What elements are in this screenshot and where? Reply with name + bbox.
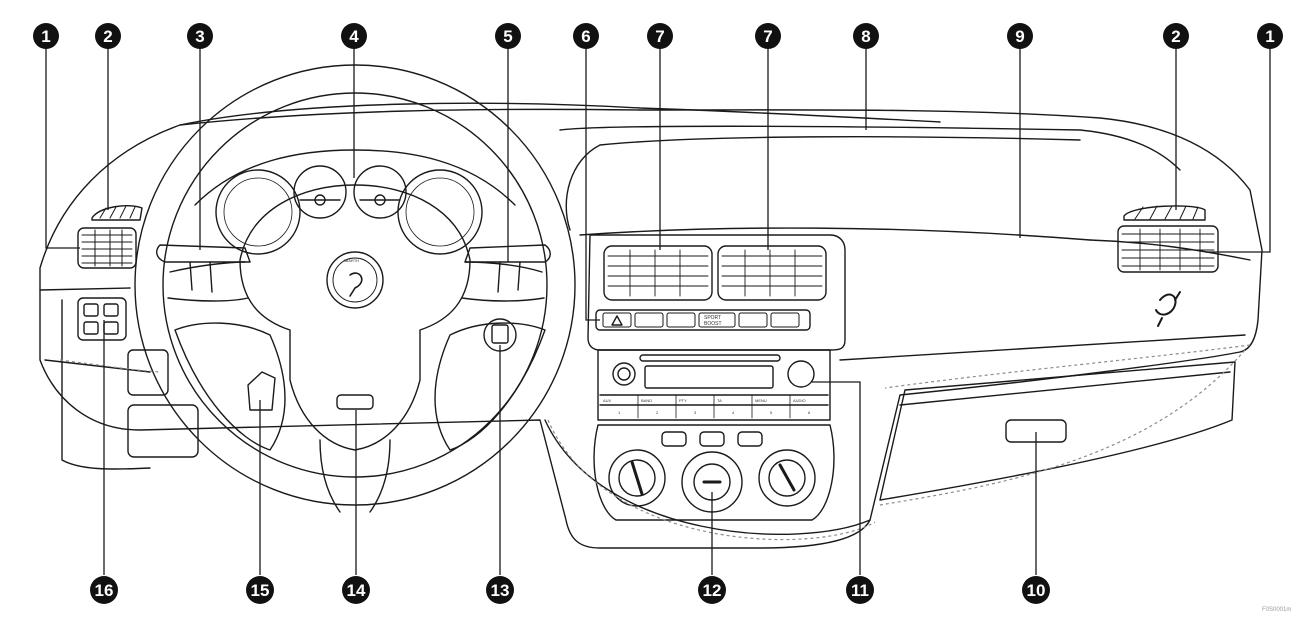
callout-1-right-text: 1 xyxy=(1265,27,1274,46)
callout-9: 9 xyxy=(1007,23,1033,49)
callout-5: 5 xyxy=(495,23,521,49)
dashboard-stitching-left xyxy=(59,359,161,373)
climate-control-panel xyxy=(593,424,835,521)
radio-label-ta: TA xyxy=(717,398,722,403)
radio-preset-3: 3 xyxy=(694,410,697,415)
leader-1-right xyxy=(1205,40,1271,253)
scorpion-logo xyxy=(1155,291,1181,327)
bonnet-release-lever xyxy=(247,371,276,411)
right-stalk-lever xyxy=(464,244,551,263)
left-side-demister xyxy=(91,205,143,221)
callout-9-text: 9 xyxy=(1015,27,1024,46)
callout-3: 3 xyxy=(187,23,213,49)
callout-6: 6 xyxy=(573,23,599,49)
callout-2-right-text: 2 xyxy=(1171,27,1180,46)
right-side-demister xyxy=(1123,205,1206,221)
callout-1-left-text: 1 xyxy=(41,27,50,46)
radio-label-menu: MENU xyxy=(755,398,767,403)
fuel-gauge xyxy=(353,165,407,219)
glove-box xyxy=(879,361,1236,501)
callout-7-left: 7 xyxy=(647,23,673,49)
callout-5-text: 5 xyxy=(503,27,512,46)
callout-12-text: 12 xyxy=(703,581,722,600)
badge-text: ABARTH xyxy=(343,258,359,263)
left-side-vent xyxy=(77,227,137,269)
radio-preset-2: 2 xyxy=(656,410,659,415)
steering-wheel-badge xyxy=(326,251,384,309)
radio-top-labels: AUX BAND PTY TA MENU AUDIO xyxy=(603,398,806,403)
radio-unit xyxy=(597,349,831,421)
leader-11 xyxy=(812,381,861,575)
radio-preset-5: 5 xyxy=(770,410,773,415)
steering-wheel-rim-outer xyxy=(134,64,576,506)
callout-7-left-text: 7 xyxy=(655,27,664,46)
center-vent-right xyxy=(717,245,827,301)
radio-navigation-pad xyxy=(787,360,815,388)
callout-8: 8 xyxy=(853,23,879,49)
radio-label-pty: PTY xyxy=(679,398,687,403)
leader-6 xyxy=(585,40,600,321)
callout-14-text: 14 xyxy=(347,581,366,600)
dashboard-top-panel xyxy=(179,102,941,126)
radio-label-aux: AUX xyxy=(603,398,612,403)
switch-label-boost: BOOST xyxy=(704,321,722,327)
callout-6-text: 6 xyxy=(581,27,590,46)
callout-12: 12 xyxy=(698,576,726,604)
callout-10-text: 10 xyxy=(1027,581,1046,600)
left-stalk-lever xyxy=(156,244,251,263)
callout-16: 16 xyxy=(90,576,118,604)
callout-7-right: 7 xyxy=(755,23,781,49)
dashboard-outline xyxy=(39,108,1263,549)
callout-4-text: 4 xyxy=(349,27,359,46)
callout-13-text: 13 xyxy=(491,581,510,600)
callout-11: 11 xyxy=(846,576,874,604)
radio-preset-6: 6 xyxy=(808,410,811,415)
temperature-gauge xyxy=(293,165,347,219)
radio-display xyxy=(644,365,774,389)
air-distribution-knob xyxy=(758,449,816,507)
callout-13: 13 xyxy=(486,576,514,604)
callout-1-left: 1 xyxy=(33,23,59,49)
callout-2-right: 2 xyxy=(1163,23,1189,49)
callout-2-left-text: 2 xyxy=(103,27,112,46)
callout-10: 10 xyxy=(1022,576,1050,604)
callout-2-left: 2 xyxy=(95,23,121,49)
steering-wheel-hub xyxy=(239,184,471,451)
radio-label-audio: AUDIO xyxy=(793,398,806,403)
tachometer xyxy=(215,169,301,255)
steering-wheel-rim-inner xyxy=(162,92,548,478)
center-console-outline xyxy=(587,234,846,351)
switch-label-sport: SPORT xyxy=(704,315,721,321)
callout-16-text: 16 xyxy=(95,581,114,600)
callout-7-right-text: 7 xyxy=(763,27,772,46)
callout-3-text: 3 xyxy=(195,27,204,46)
callout-8-text: 8 xyxy=(861,27,870,46)
center-vent-left xyxy=(603,245,713,301)
radio-preset-1: 1 xyxy=(618,410,621,415)
hazard-icon xyxy=(611,315,623,326)
dashboard-stitching-right xyxy=(879,349,1246,506)
callout-4: 4 xyxy=(341,23,367,49)
callout-11-text: 11 xyxy=(851,581,869,600)
instrument-cluster-hood xyxy=(194,149,516,206)
callout-1-right: 1 xyxy=(1257,23,1283,49)
light-switch-panel xyxy=(77,297,127,341)
left-lower-panel xyxy=(127,404,199,458)
radio-label-band: BAND xyxy=(641,398,652,403)
radio-bottom-labels: 1 2 3 4 5 6 xyxy=(618,410,811,415)
callout-15: 15 xyxy=(246,576,274,604)
radio-preset-4: 4 xyxy=(732,410,735,415)
image-code: F0S0001m xyxy=(1262,607,1291,613)
speedometer xyxy=(397,169,483,255)
callout-14: 14 xyxy=(342,576,370,604)
right-side-vent xyxy=(1117,225,1219,273)
dashboard-stitching-console xyxy=(547,419,876,541)
callout-15-text: 15 xyxy=(251,581,270,600)
leader-1-left xyxy=(45,40,80,249)
horn-marker xyxy=(336,394,374,410)
